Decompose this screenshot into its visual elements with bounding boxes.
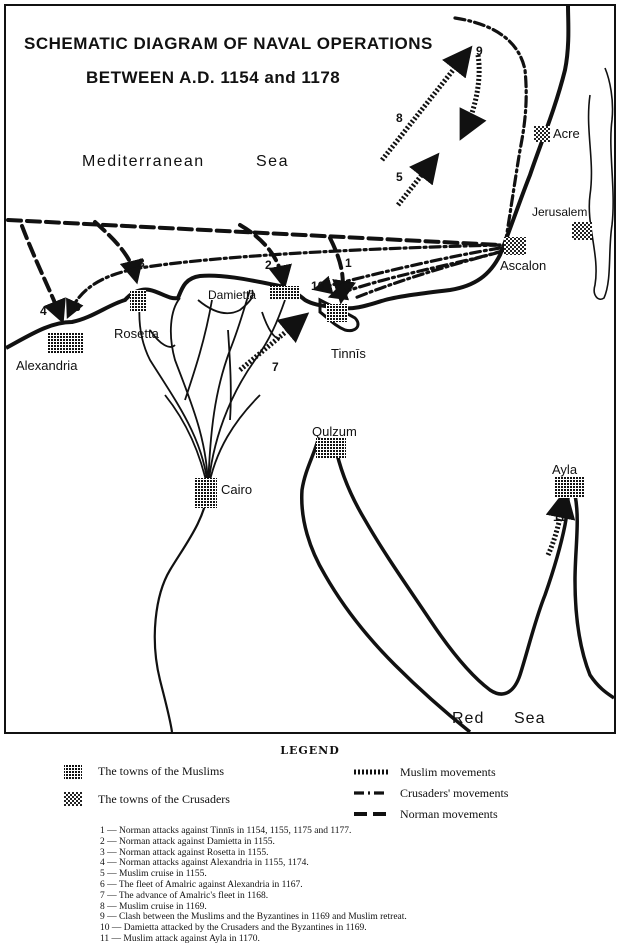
- alexandria-marker: [48, 332, 84, 354]
- tinnis-marker: [326, 304, 348, 322]
- route-number-9: 9: [476, 44, 483, 58]
- note-4: 4 — Norman attacks against Alexandria in…: [100, 858, 309, 869]
- note-1: 1 — Norman attacks against Tinnīs in 115…: [100, 826, 352, 836]
- label-damietta: Damietta: [208, 288, 257, 302]
- label-ayla: Ayla: [552, 462, 578, 477]
- route-number-5: 5: [396, 170, 403, 184]
- map-frame: [4, 4, 616, 734]
- route-number-8: 8: [396, 111, 403, 125]
- note-9: 9 — Clash between the Muslims and the By…: [100, 912, 407, 923]
- legend-crusader-town-symbol: [64, 792, 82, 806]
- arabian-coast: [573, 494, 616, 700]
- damietta-marker: [270, 286, 300, 300]
- label-rosetta: Rosetta: [114, 326, 159, 341]
- acre-marker: [534, 126, 550, 142]
- label-jerusalem: Jerusalem: [532, 205, 588, 219]
- legend-crusader-towns: The towns of the Crusaders: [98, 792, 230, 806]
- note-2: 2 — Norman attack against Damietta in 11…: [100, 836, 275, 847]
- route-number-3: 3: [138, 256, 145, 270]
- legend-crusader-movements: Crusaders' movements: [400, 786, 509, 800]
- route-number-4: 4: [40, 304, 47, 318]
- note-3: 3 — Norman attack against Rosetta in 115…: [100, 847, 269, 858]
- route-number-11: 11: [553, 510, 566, 524]
- label-mediterranean-sea: Sea: [256, 153, 289, 170]
- label-ascalon: Ascalon: [500, 258, 547, 273]
- gulf-of-suez-west-coast: [300, 439, 472, 734]
- label-tinnis: Tinnīs: [331, 346, 366, 361]
- route-notes: 1 — Norman attacks against Tinnīs in 115…: [100, 826, 407, 945]
- ayla-marker: [555, 476, 585, 498]
- note-11: 11 — Muslim attack against Ayla in 1170.: [100, 933, 260, 944]
- norman-movements: [6, 218, 502, 324]
- route-number-7: 7: [272, 360, 279, 374]
- sinai-coast: [333, 444, 570, 696]
- note-5: 5 — Muslim cruise in 1155.: [100, 869, 207, 880]
- label-red: Red: [452, 710, 485, 727]
- label-alexandria: Alexandria: [16, 358, 78, 373]
- nile-delta: [138, 289, 286, 491]
- legend-norman-movements: Norman movements: [400, 807, 498, 821]
- route-number-6: 6: [74, 300, 81, 314]
- map-title-line1: SCHEMATIC DIAGRAM OF NAVAL OPERATIONS: [24, 34, 433, 53]
- jerusalem-marker: [572, 222, 592, 240]
- label-red-sea: Sea: [514, 710, 546, 727]
- legend-muslim-town-symbol: [64, 765, 82, 779]
- label-mediterranean: Mediterranean: [82, 153, 205, 170]
- route-number-10: 10: [311, 279, 325, 293]
- jordan-river: [587, 67, 614, 300]
- note-7: 7 — The advance of Amalric's fleet in 11…: [100, 890, 269, 901]
- label-qulzum: Qulzum: [312, 424, 357, 439]
- crusader-movements: [66, 16, 528, 319]
- legend-muslim-towns: The towns of the Muslims: [98, 764, 224, 778]
- qulzum-marker: [316, 438, 346, 458]
- route-number-2: 2: [265, 258, 272, 272]
- note-10: 10 — Damietta attacked by the Crusaders …: [100, 923, 367, 934]
- map-title-line2: BETWEEN A.D. 1154 and 1178: [86, 68, 341, 87]
- ascalon-marker: [504, 237, 526, 255]
- label-acre: Acre: [553, 126, 580, 141]
- legend-muslim-movements: Muslim movements: [400, 765, 496, 779]
- note-6: 6 — The fleet of Amalric against Alexand…: [100, 879, 303, 890]
- label-cairo: Cairo: [221, 482, 253, 497]
- note-8: 8 — Muslim cruise in 1169.: [100, 901, 207, 912]
- nile-river: [153, 489, 210, 733]
- rosetta-marker: [130, 290, 146, 312]
- cairo-marker: [195, 478, 217, 508]
- legend-title: LEGEND: [280, 744, 340, 757]
- route-number-1: 1: [345, 256, 352, 270]
- muslim-movements: [238, 45, 576, 557]
